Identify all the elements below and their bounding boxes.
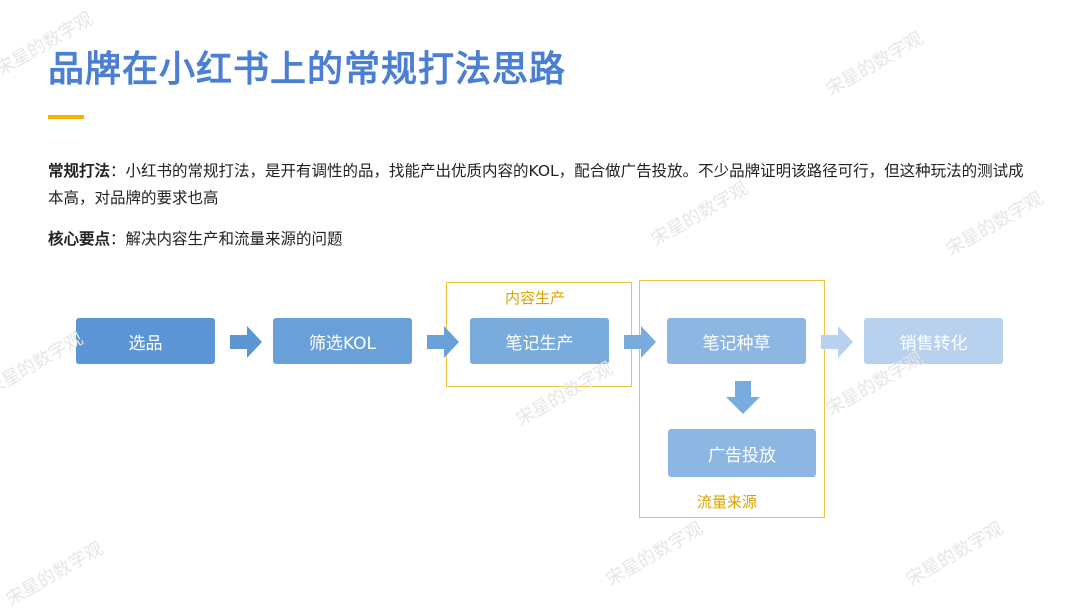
step-sales-conversion: 销售转化 (864, 318, 1003, 364)
watermark: 宋星的数字观 (2, 538, 107, 611)
watermark: 宋星的数字观 (822, 28, 927, 101)
page-title: 品牌在小红书上的常规打法思路 (48, 49, 567, 90)
watermark: 宋星的数字观 (602, 518, 707, 591)
step-select-kol: 筛选KOL (273, 318, 412, 364)
step-note-production: 笔记生产 (470, 318, 609, 364)
arrow-right-icon (230, 326, 262, 358)
paragraph-label: 核心要点 (48, 230, 111, 248)
paragraph-key-points: 核心要点：解决内容生产和流量来源的问题 (48, 226, 1038, 253)
step-note-seeding: 笔记种草 (667, 318, 806, 364)
arrow-right-icon (624, 326, 656, 358)
arrow-right-icon (821, 326, 853, 358)
watermark: 宋星的数字观 (902, 518, 1007, 591)
step-ad-placement: 广告投放 (668, 429, 816, 477)
frame-traffic-source (639, 280, 825, 518)
paragraph-routine-strategy: 常规打法：小红书的常规打法，是开有调性的品，找能产出优质内容的KOL，配合做广告… (48, 158, 1038, 212)
watermark: 宋星的数字观 (0, 328, 87, 401)
paragraph-label: 常规打法 (48, 162, 111, 180)
title-underline (48, 115, 84, 119)
arrow-right-icon (427, 326, 459, 358)
step-select-product: 选品 (76, 318, 215, 364)
frame-content-production-label: 内容生产 (505, 289, 566, 307)
paragraph-text: ：小红书的常规打法，是开有调性的品，找能产出优质内容的KOL，配合做广告投放。不… (48, 162, 1024, 207)
arrow-down-icon (726, 381, 760, 414)
frame-traffic-source-label: 流量来源 (697, 493, 758, 511)
paragraph-text: ：解决内容生产和流量来源的问题 (110, 230, 343, 248)
